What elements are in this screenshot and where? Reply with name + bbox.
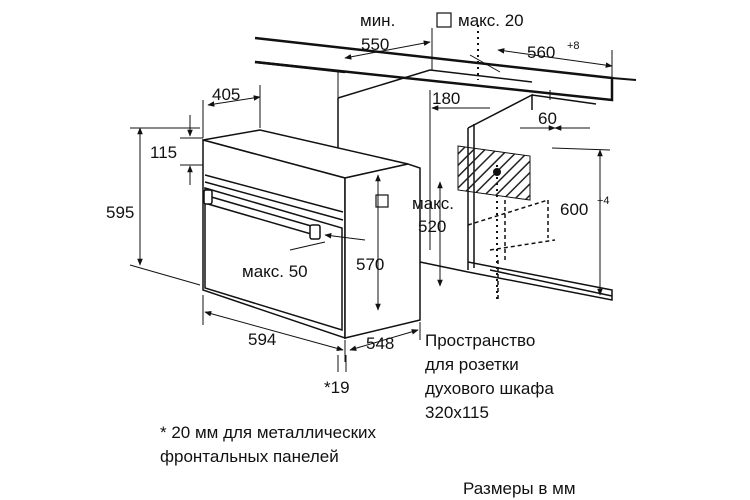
socket-area bbox=[457, 145, 531, 201]
units-note: Размеры в мм bbox=[463, 479, 576, 498]
footnote-line1: * 20 мм для металлических bbox=[160, 423, 377, 442]
oven-handle bbox=[203, 189, 321, 240]
oven bbox=[202, 129, 421, 340]
niche-height-sup: +4 bbox=[597, 195, 610, 207]
oven-height: 595 bbox=[106, 203, 134, 222]
max-520-label: макс. bbox=[412, 194, 454, 213]
niche-width-sup: +8 bbox=[567, 40, 580, 52]
handle-max: макс. 50 bbox=[242, 262, 308, 281]
min-label: мин. bbox=[360, 11, 395, 30]
body-depth: 548 bbox=[366, 334, 394, 353]
max-20-box-icon bbox=[436, 12, 452, 28]
top-panel-height: 115 bbox=[150, 143, 177, 162]
dimension-lines bbox=[129, 28, 613, 372]
min-value: 550 bbox=[361, 35, 389, 54]
notes: Пространство для розетки духового шкафа … bbox=[160, 331, 576, 498]
socket-note-line2: для розетки bbox=[425, 355, 519, 374]
countertop bbox=[254, 36, 637, 102]
socket-note-line3: духового шкафа bbox=[425, 379, 554, 398]
niche-cabinet bbox=[337, 69, 613, 301]
body-height: 570 bbox=[356, 255, 384, 274]
max-520-value: 520 bbox=[418, 217, 446, 236]
footnote-line2: фронтальных панелей bbox=[160, 447, 339, 466]
socket-note-line4: 320x115 bbox=[425, 403, 489, 422]
max-box-label: макс. 20 bbox=[458, 11, 524, 30]
socket-note-line1: Пространство bbox=[425, 331, 535, 350]
oven-width: 594 bbox=[248, 330, 276, 349]
cabinet-depth: 405 bbox=[212, 85, 240, 104]
front-footnote-mark: *19 bbox=[324, 378, 350, 397]
dimension-labels: мин. 550 макс. 20 560 +8 405 180 60 115 … bbox=[106, 11, 610, 397]
gap-60: 60 bbox=[538, 109, 557, 128]
socket-depth: 180 bbox=[432, 89, 460, 108]
niche-width: 560 bbox=[527, 43, 555, 62]
center-line bbox=[477, 25, 498, 300]
niche-height: 600 bbox=[560, 200, 588, 219]
